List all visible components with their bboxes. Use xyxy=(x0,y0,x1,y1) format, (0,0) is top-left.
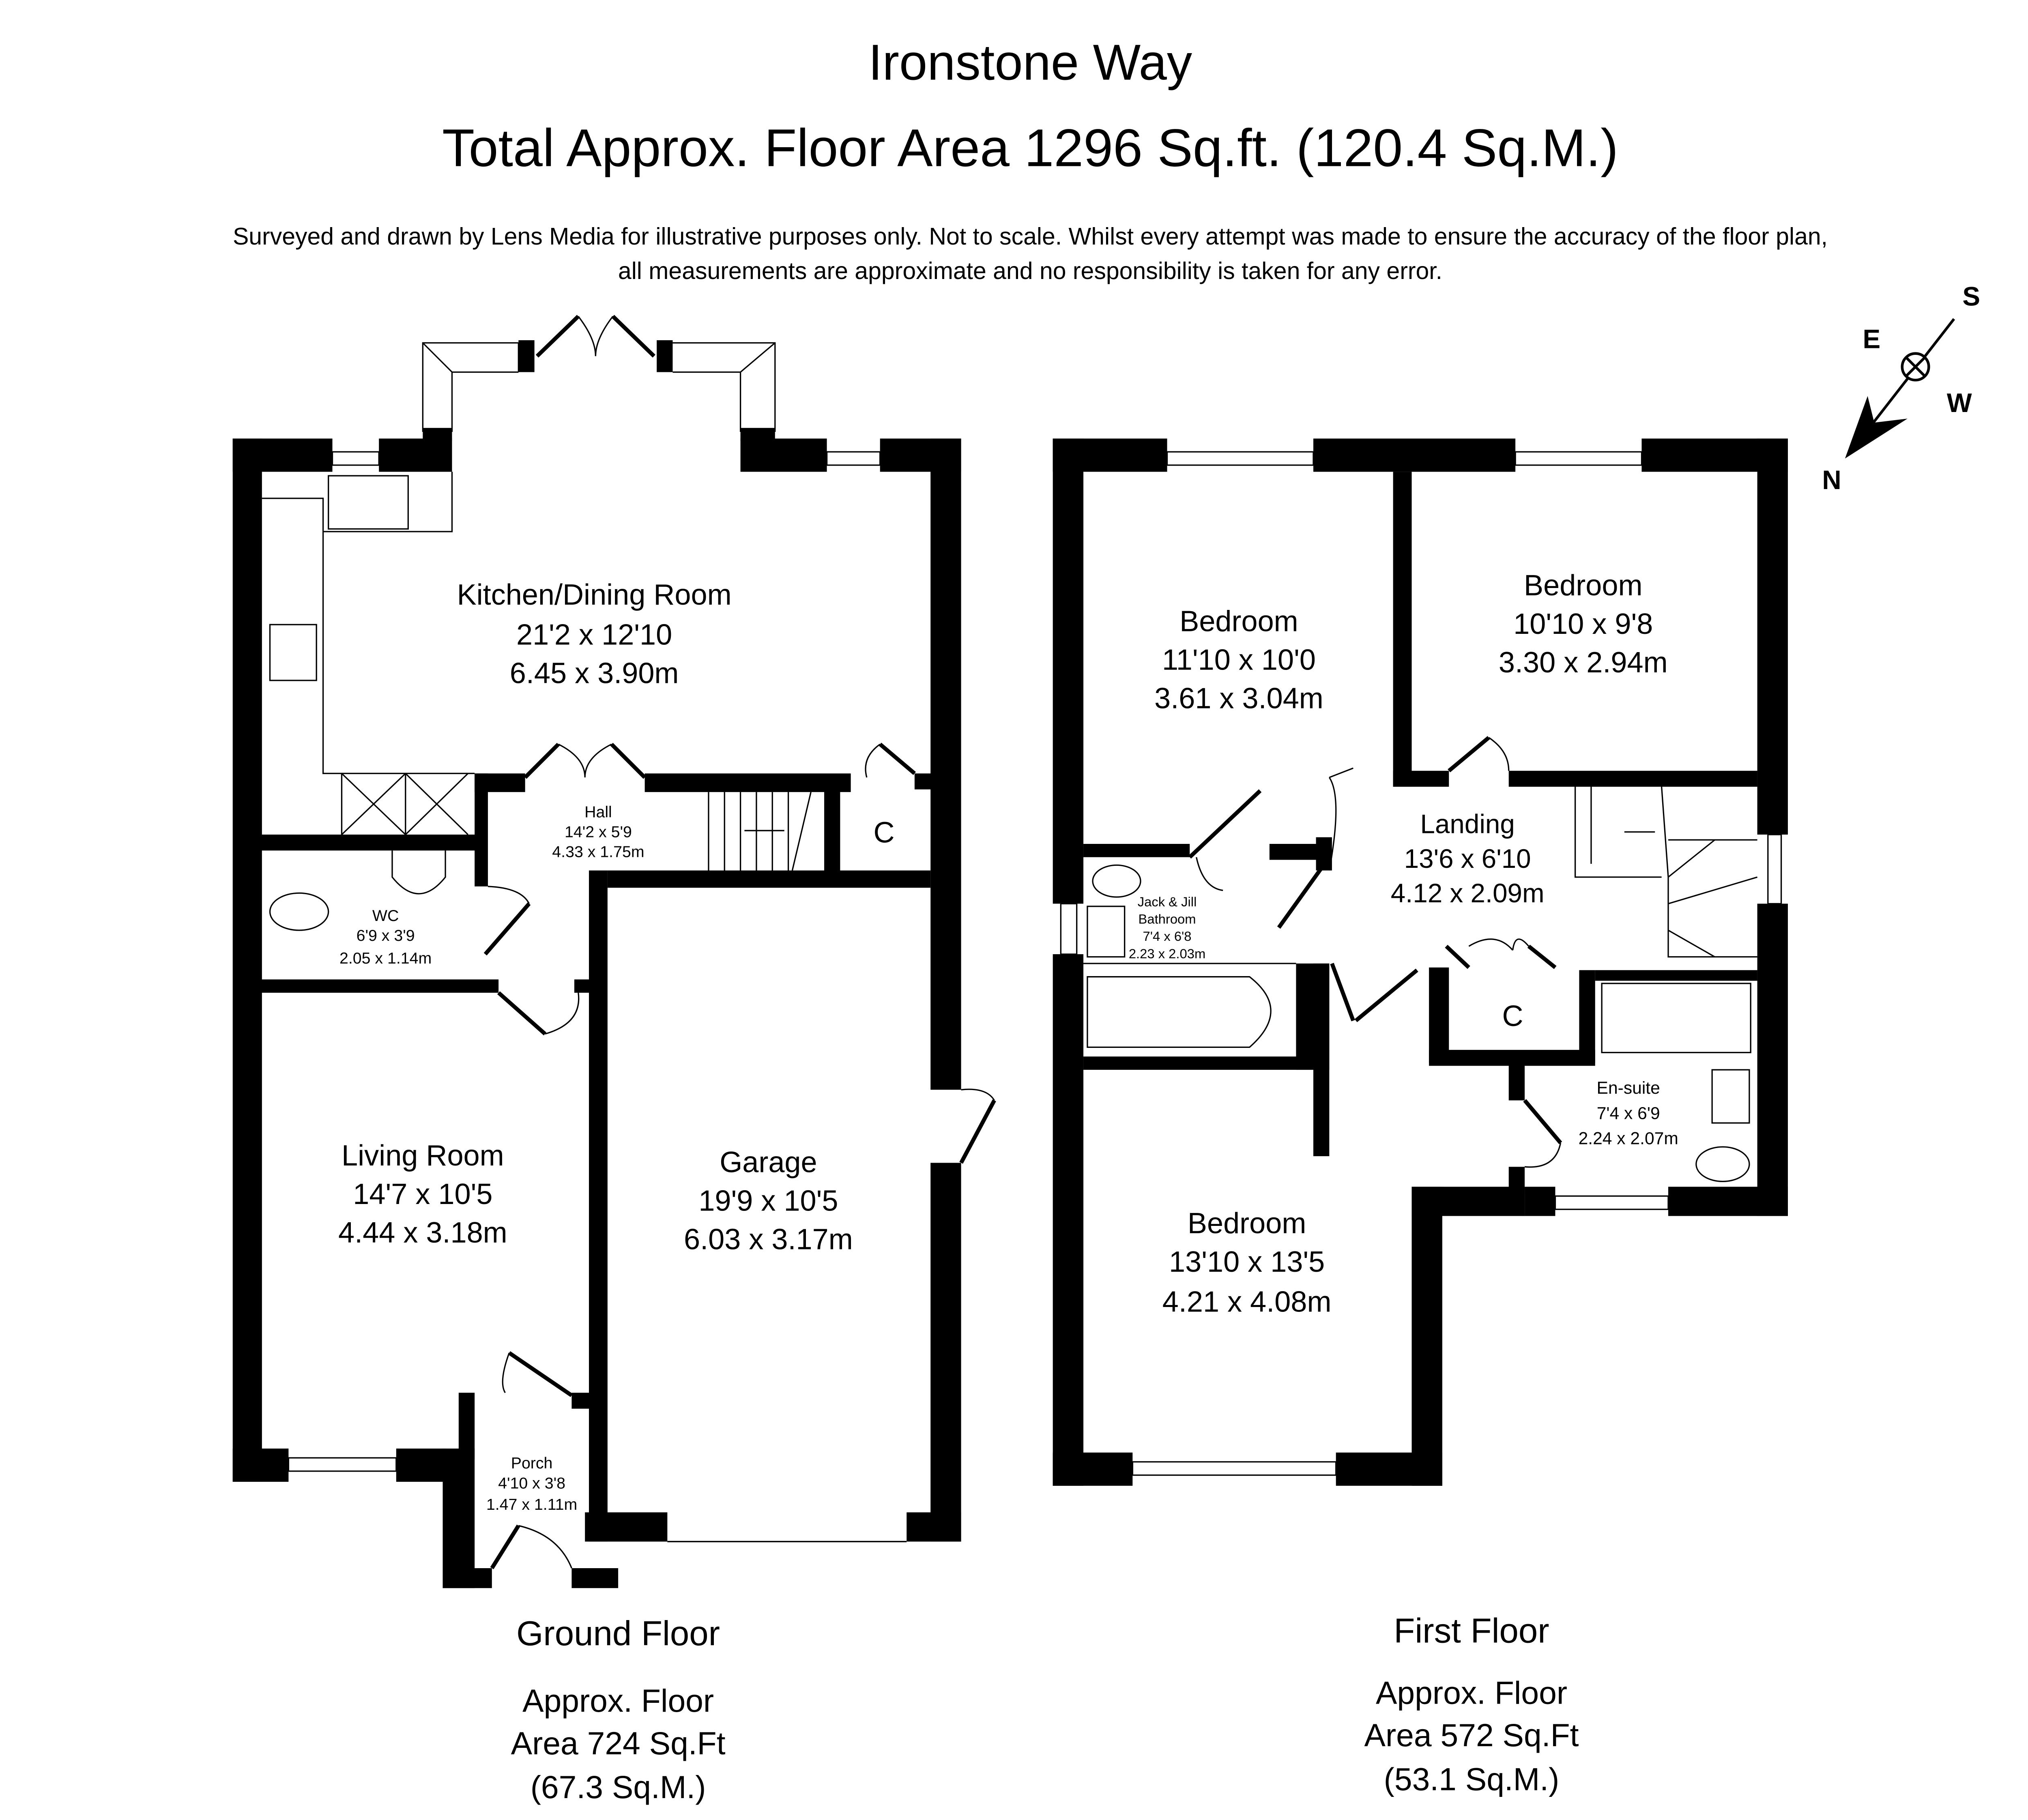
room-living: Living Room 14'7 x 10'5 4.44 x 3.18m xyxy=(338,1140,507,1249)
room-imperial: 13'6 x 6'10 xyxy=(1404,844,1531,874)
room-bedroom-2: Bedroom 10'10 x 9'8 3.30 x 2.94m xyxy=(1499,569,1668,679)
floor-area-line: Area 572 Sq.Ft xyxy=(1364,1717,1579,1753)
room-metric: 1.47 x 1.11m xyxy=(486,1496,577,1513)
room-imperial: 13'10 x 13'5 xyxy=(1169,1246,1325,1278)
room-metric: 4.33 x 1.75m xyxy=(552,843,644,861)
floor-label: Ground Floor xyxy=(516,1614,720,1653)
room-imperial: 7'4 x 6'9 xyxy=(1597,1103,1660,1123)
room-name: Bedroom xyxy=(1524,569,1642,602)
first-cupboard-label: C xyxy=(1502,1000,1523,1032)
compass-east: E xyxy=(1863,324,1881,354)
room-metric: 6.45 x 3.90m xyxy=(510,657,679,689)
room-bedroom-1: Bedroom 11'10 x 10'0 3.61 x 3.04m xyxy=(1154,605,1323,715)
compass-south: S xyxy=(1962,282,1980,311)
compass-north: N xyxy=(1822,465,1841,495)
room-porch: Porch 4'10 x 3'8 1.47 x 1.11m xyxy=(486,1454,577,1513)
room-name: Garage xyxy=(720,1146,817,1178)
room-jack-jill-bathroom: Jack & Jill Bathroom 7'4 x 6'8 2.23 x 2.… xyxy=(1129,894,1205,961)
room-name: Bedroom xyxy=(1188,1207,1306,1240)
room-imperial: 14'2 x 5'9 xyxy=(565,823,632,841)
room-name: Bedroom xyxy=(1179,605,1298,638)
compass-west: W xyxy=(1947,388,1972,418)
room-name: Hall xyxy=(584,803,612,821)
ground-floor-caption: Ground Floor Approx. Floor Area 724 Sq.F… xyxy=(511,1614,726,1805)
room-name: Kitchen/Dining Room xyxy=(457,579,732,611)
ground-floor-plan: C xyxy=(232,315,996,1588)
room-imperial: 19'9 x 10'5 xyxy=(698,1185,838,1217)
room-name: Jack & Jill xyxy=(1138,894,1197,909)
room-metric: 2.24 x 2.07m xyxy=(1579,1129,1678,1148)
room-imperial: 4'10 x 3'8 xyxy=(498,1474,565,1492)
patio-doors xyxy=(535,315,655,358)
room-metric: 6.03 x 3.17m xyxy=(684,1223,853,1256)
total-floor-area: Total Approx. Floor Area 1296 Sq.ft. (12… xyxy=(442,118,1618,178)
room-name: Bathroom xyxy=(1139,912,1196,927)
first-floor-caption: First Floor Approx. Floor Area 572 Sq.Ft… xyxy=(1364,1612,1579,1797)
room-name: Porch xyxy=(511,1454,553,1472)
floor-area-line: Area 724 Sq.Ft xyxy=(511,1726,726,1761)
disclaimer-line-2: all measurements are approximate and no … xyxy=(618,258,1442,284)
room-kitchen-dining: Kitchen/Dining Room 21'2 x 12'10 6.45 x … xyxy=(457,579,732,689)
floor-area-line: Approx. Floor xyxy=(522,1683,714,1719)
room-hall: Hall 14'2 x 5'9 4.33 x 1.75m xyxy=(552,803,644,861)
room-metric: 2.23 x 2.03m xyxy=(1129,946,1205,961)
room-metric: 4.12 x 2.09m xyxy=(1391,878,1545,908)
ground-cupboard-label: C xyxy=(873,817,894,849)
room-imperial: 7'4 x 6'8 xyxy=(1143,929,1192,944)
room-name: Living Room xyxy=(342,1140,504,1172)
first-floor-plan: C xyxy=(1053,438,1788,1486)
room-metric: 3.61 x 3.04m xyxy=(1154,682,1323,715)
room-metric: 3.30 x 2.94m xyxy=(1499,646,1668,679)
room-imperial: 11'10 x 10'0 xyxy=(1162,644,1316,676)
floor-area-line: Approx. Floor xyxy=(1376,1675,1567,1711)
floor-area-line: (67.3 Sq.M.) xyxy=(531,1769,706,1805)
room-imperial: 14'7 x 10'5 xyxy=(353,1178,492,1210)
room-wc: WC 6'9 x 3'9 2.05 x 1.14m xyxy=(339,907,432,967)
room-name: Landing xyxy=(1420,809,1515,839)
room-en-suite: En-suite 7'4 x 6'9 2.24 x 2.07m xyxy=(1579,1078,1678,1148)
plan-title: Ironstone Way xyxy=(868,34,1192,91)
floor-label: First Floor xyxy=(1394,1612,1549,1650)
room-metric: 4.21 x 4.08m xyxy=(1162,1286,1332,1318)
room-name: WC xyxy=(372,907,399,925)
compass-icon: S E W N xyxy=(1822,282,1980,495)
floor-area-line: (53.1 Sq.M.) xyxy=(1384,1761,1560,1797)
room-garage: Garage 19'9 x 10'5 6.03 x 3.17m xyxy=(684,1146,853,1256)
room-metric: 4.44 x 3.18m xyxy=(338,1217,507,1249)
room-imperial: 10'10 x 9'8 xyxy=(1513,608,1653,640)
room-imperial: 21'2 x 12'10 xyxy=(516,618,672,651)
room-bedroom-3: Bedroom 13'10 x 13'5 4.21 x 4.08m xyxy=(1162,1207,1332,1318)
room-name: En-suite xyxy=(1597,1078,1660,1098)
disclaimer-line-1: Surveyed and drawn by Lens Media for ill… xyxy=(233,223,1828,250)
room-landing: Landing 13'6 x 6'10 4.12 x 2.09m xyxy=(1391,809,1545,908)
room-metric: 2.05 x 1.14m xyxy=(339,949,432,967)
room-imperial: 6'9 x 3'9 xyxy=(357,927,415,944)
